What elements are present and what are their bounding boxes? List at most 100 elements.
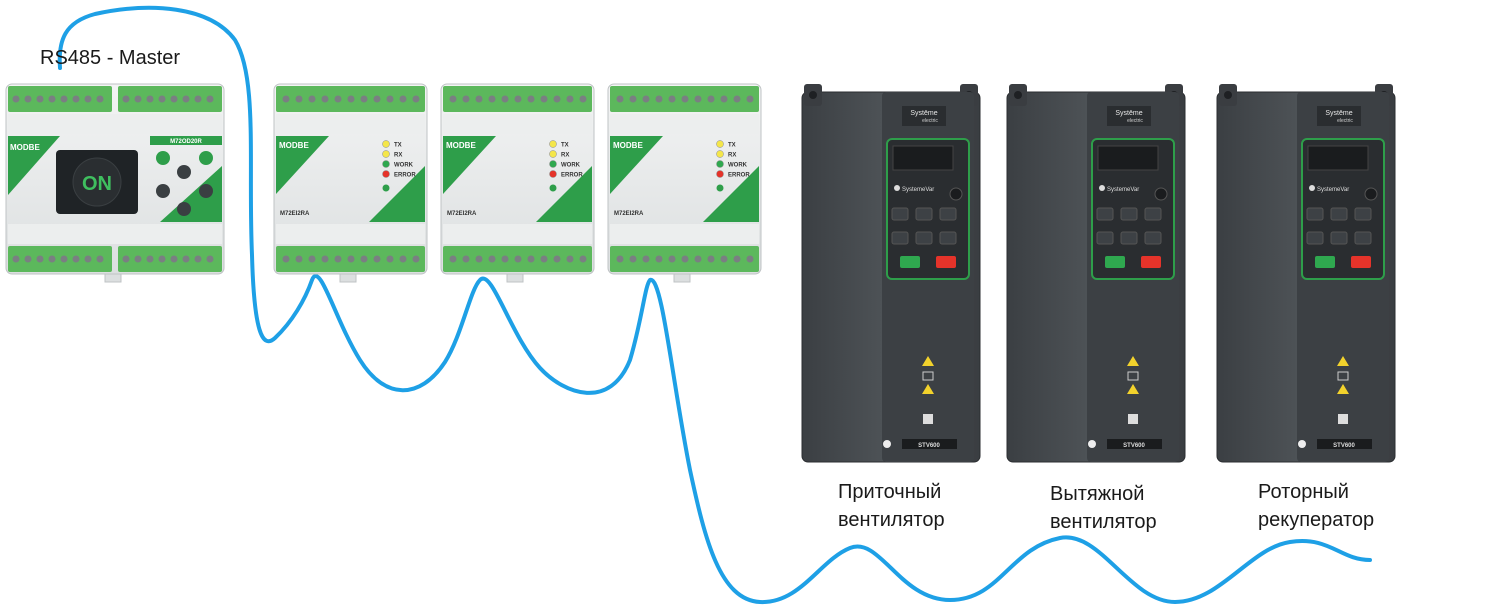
run-button[interactable] xyxy=(1315,256,1335,268)
link-icon xyxy=(382,184,390,192)
stop-button[interactable] xyxy=(936,256,956,268)
rs485-cable xyxy=(57,5,1372,605)
status-led xyxy=(382,150,390,158)
keypad-button[interactable] xyxy=(1330,207,1348,221)
keypad-button[interactable] xyxy=(1144,207,1162,221)
keypad-button[interactable] xyxy=(1120,207,1138,221)
stop-button[interactable] xyxy=(1141,256,1161,268)
led-label: TX xyxy=(394,143,402,149)
keypad-button[interactable] xyxy=(939,231,957,245)
status-led xyxy=(549,140,557,148)
led-label: TX xyxy=(561,143,569,149)
drive-caption-2: Вытяжной вентилятор xyxy=(1050,480,1157,536)
keypad-button[interactable] xyxy=(1144,231,1162,245)
drive-brand: Systēme xyxy=(1325,110,1352,117)
master-label: RS485 - Master xyxy=(40,47,181,69)
io-module: MODBE M72EI2RA TX RX WORK ERROR xyxy=(607,83,762,283)
keypad-button[interactable] xyxy=(1306,231,1324,245)
keypad-button[interactable] xyxy=(891,231,909,245)
status-led xyxy=(382,140,390,148)
screw-icon xyxy=(1088,440,1096,448)
io-module-brand: MODBE xyxy=(446,141,476,150)
io-module-model: M72EI2RA xyxy=(280,211,310,217)
up-button[interactable] xyxy=(177,165,191,179)
master-brand: MODBE xyxy=(10,143,40,152)
io-module-brand: MODBE xyxy=(613,141,643,150)
drive-brand: Systēme xyxy=(910,110,937,117)
keypad-button[interactable] xyxy=(1330,231,1348,245)
drive-caption-1-line1: Приточный xyxy=(838,481,942,503)
down-button[interactable] xyxy=(177,202,191,216)
status-led xyxy=(716,160,724,168)
drive-brand-sub: electric xyxy=(1127,118,1143,124)
keypad-button[interactable] xyxy=(1096,207,1114,221)
jog-dial[interactable] xyxy=(1154,187,1168,201)
drive-caption-3: Роторный рекуператор xyxy=(1258,478,1374,534)
drive-model: STV600 xyxy=(1333,443,1355,449)
io-module-model: M72EI2RA xyxy=(447,211,477,217)
drive-panel-brand: SystemeVar xyxy=(902,187,934,193)
keypad-button[interactable] xyxy=(1120,231,1138,245)
left-button[interactable] xyxy=(156,184,170,198)
drives: SystēmeelectricSystemeVarSTV600Systēmeel… xyxy=(801,84,1396,463)
led-label: RX xyxy=(394,153,402,159)
status-led xyxy=(716,150,724,158)
keypad-button[interactable] xyxy=(1306,207,1324,221)
io-module-model: M72EI2RA xyxy=(614,211,644,217)
ok-button[interactable] xyxy=(199,151,213,165)
run-button[interactable] xyxy=(900,256,920,268)
drive-model: STV600 xyxy=(918,443,940,449)
jog-dial[interactable] xyxy=(1364,187,1378,201)
keypad-button[interactable] xyxy=(1096,231,1114,245)
drive-caption-3-line1: Роторный xyxy=(1258,481,1349,503)
link-icon xyxy=(716,184,724,192)
status-led xyxy=(549,150,557,158)
right-button[interactable] xyxy=(199,184,213,198)
keypad-button[interactable] xyxy=(915,231,933,245)
led-label: RX xyxy=(728,153,736,159)
run-button[interactable] xyxy=(1105,256,1125,268)
drive-model: STV600 xyxy=(1123,443,1145,449)
status-led xyxy=(382,170,390,178)
drive-brand-sub: electric xyxy=(1337,118,1353,124)
status-led xyxy=(549,170,557,178)
io-module-brand: MODBE xyxy=(279,141,309,150)
drive-brand: Systēme xyxy=(1115,110,1142,117)
screw-icon xyxy=(1298,440,1306,448)
drive-caption-2-line1: Вытяжной xyxy=(1050,483,1145,505)
keypad-button[interactable] xyxy=(939,207,957,221)
jog-dial[interactable] xyxy=(949,187,963,201)
led-label: TX xyxy=(728,143,736,149)
led-label: ERROR xyxy=(728,173,750,179)
led-label: WORK xyxy=(561,163,581,169)
status-led xyxy=(716,140,724,148)
master-model: M72OD20R xyxy=(170,139,202,145)
led-label: WORK xyxy=(728,163,748,169)
stop-button[interactable] xyxy=(1351,256,1371,268)
led-label: ERROR xyxy=(561,173,583,179)
io-modules: MODBE M72EI2RA TX RX WORK ERROR MODBE M72EI2RA T… xyxy=(273,83,762,283)
drive-panel-brand: SystemeVar xyxy=(1107,187,1139,193)
drive-brand-sub: electric xyxy=(922,118,938,124)
link-icon xyxy=(549,184,557,192)
back-button[interactable] xyxy=(156,151,170,165)
status-led xyxy=(716,170,724,178)
keypad-button[interactable] xyxy=(1354,231,1372,245)
drive-caption-2-line2: вентилятор xyxy=(1050,511,1157,533)
master-display-text: ON xyxy=(82,173,112,195)
master-plc: M72OD20R MODBE ON xyxy=(5,83,225,283)
io-module: MODBE M72EI2RA TX RX WORK ERROR xyxy=(440,83,595,283)
status-led xyxy=(382,160,390,168)
drive-caption-3-line2: рекуператор xyxy=(1258,509,1375,531)
keypad-button[interactable] xyxy=(915,207,933,221)
drive-caption-1-line2: вентилятор xyxy=(838,509,945,531)
keypad-button[interactable] xyxy=(1354,207,1372,221)
keypad-button[interactable] xyxy=(891,207,909,221)
status-led xyxy=(549,160,557,168)
led-label: RX xyxy=(561,153,569,159)
